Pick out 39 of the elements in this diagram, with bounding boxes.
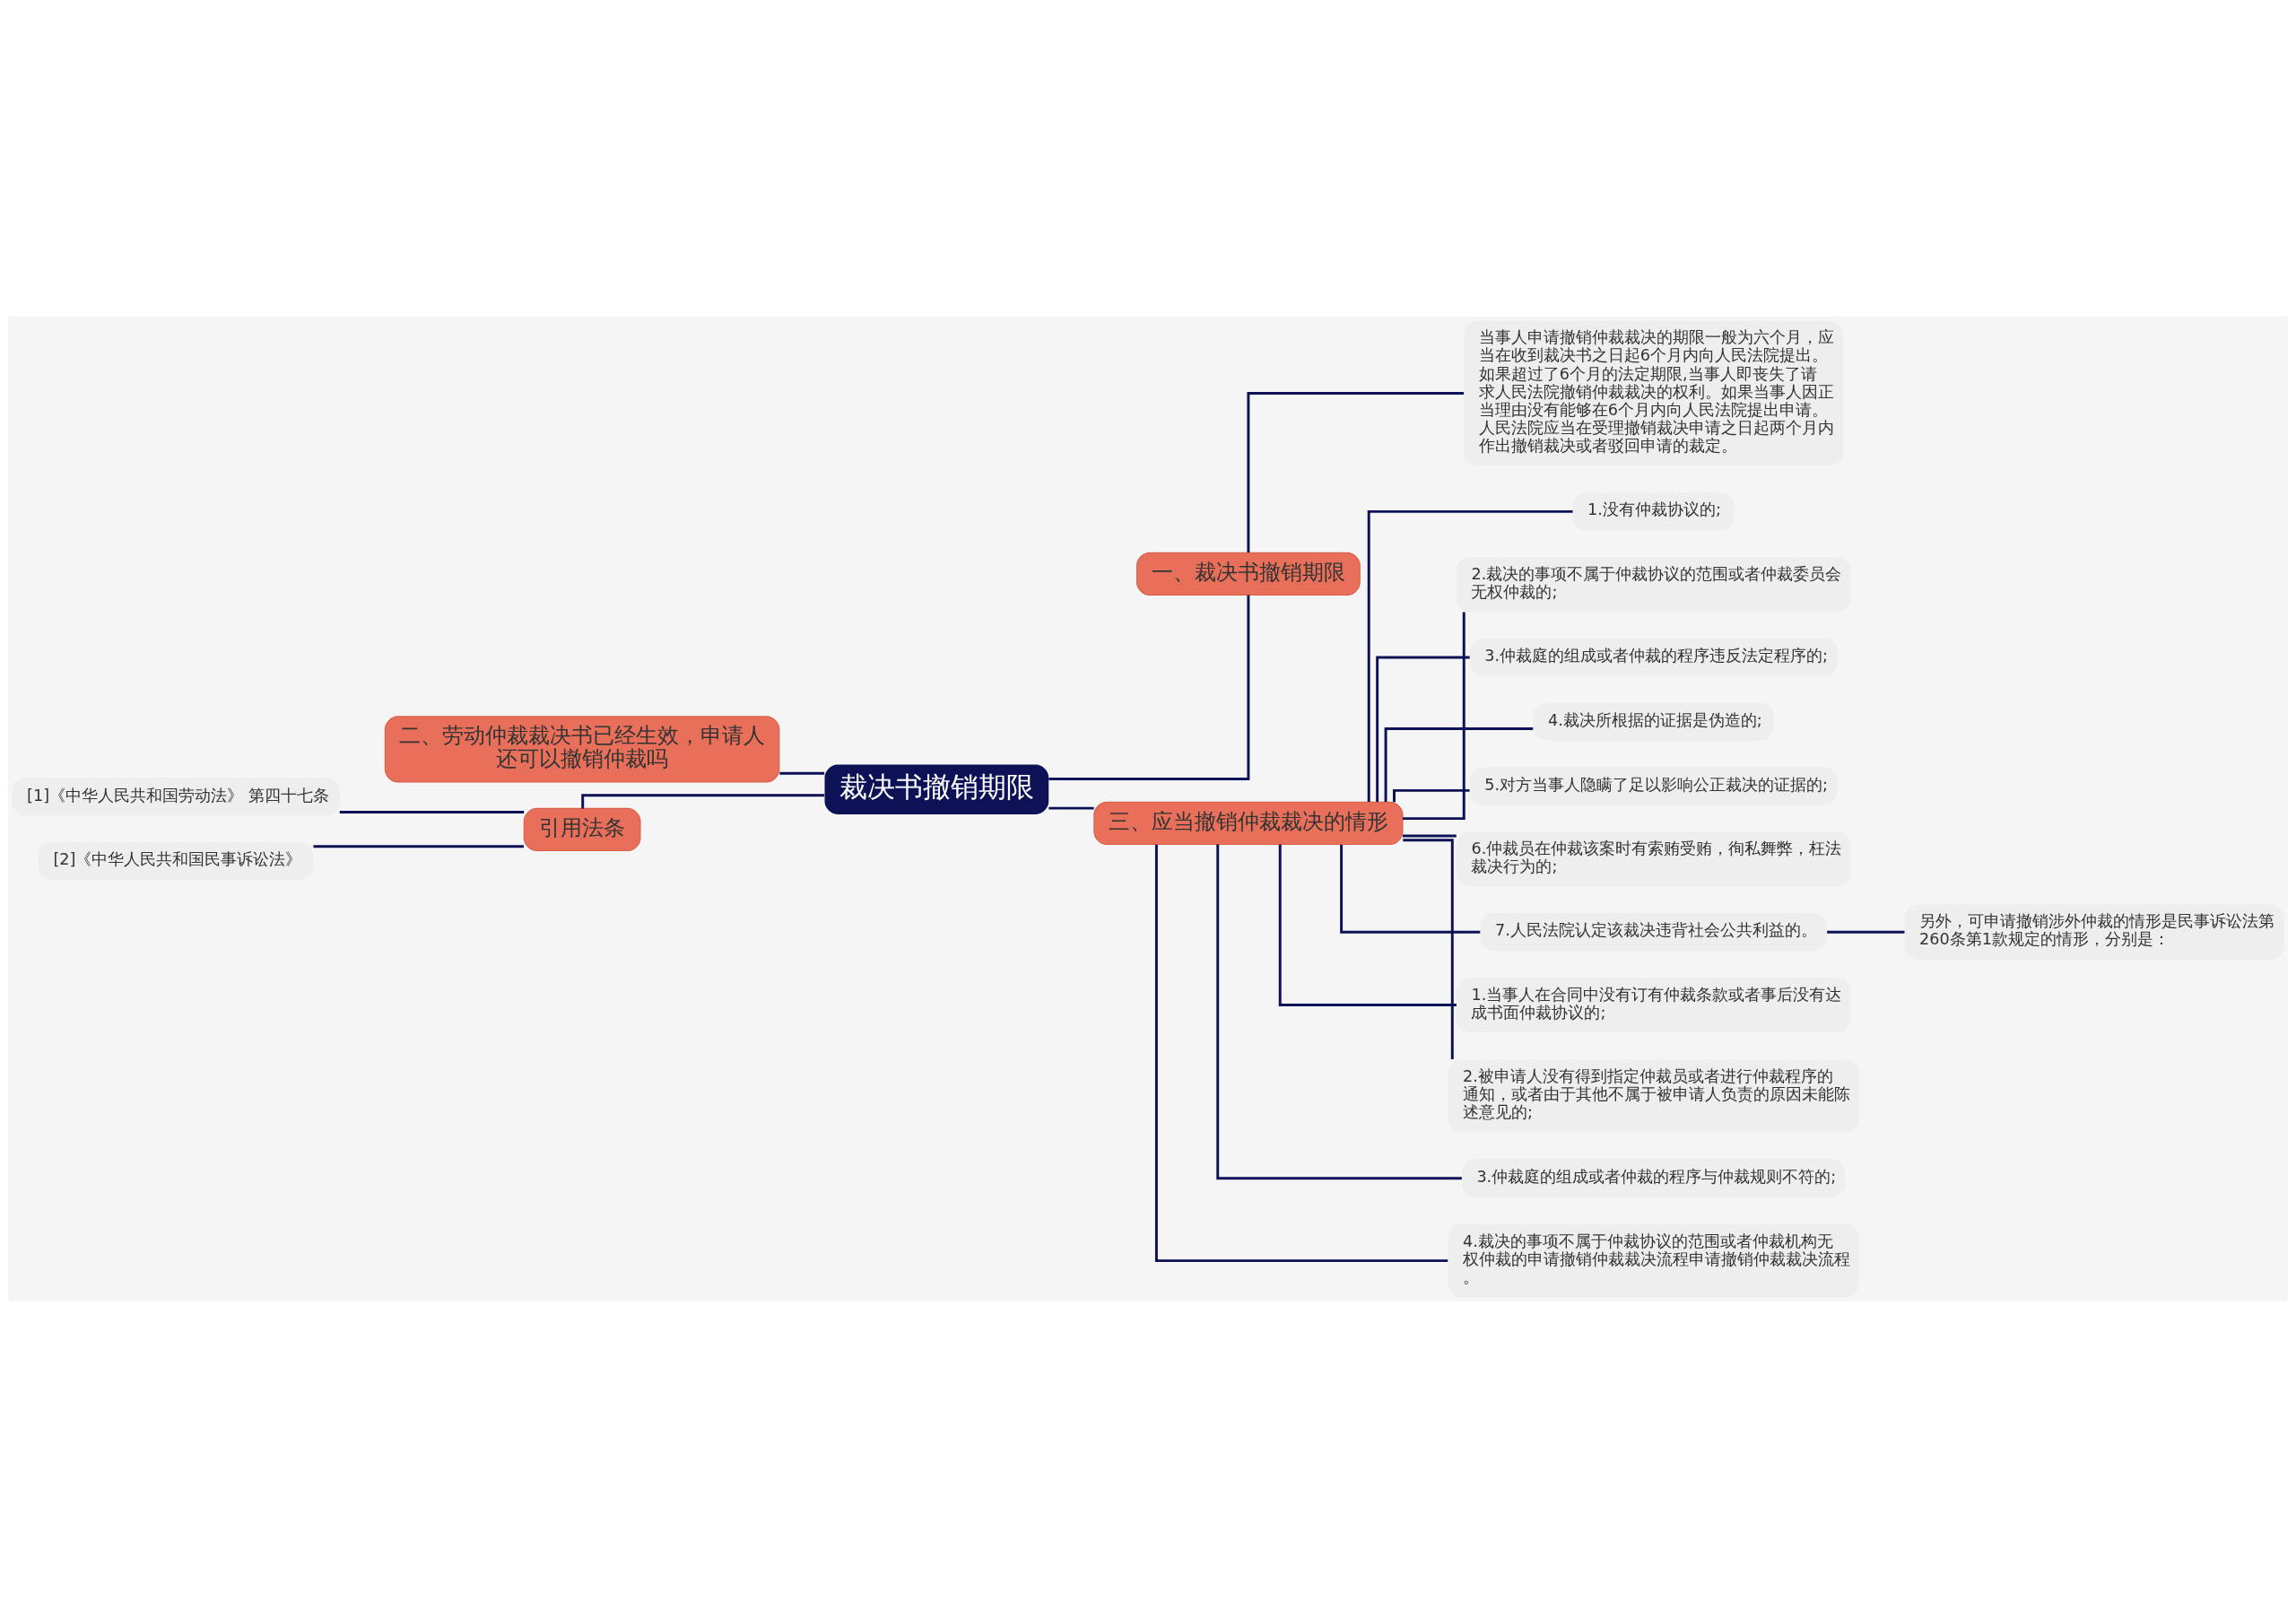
node-box: 4.裁决的事项不属于仲裁协议的范围或者仲裁机构无权仲裁的申请撤销仲裁裁决流程申请撤销仲裁裁决流程。 xyxy=(1448,1224,1859,1298)
node-box: 三、应当撤销仲裁裁决的情形 xyxy=(1093,801,1404,846)
node-box: 2.被申请人没有得到指定仲裁员或者进行仲裁程序的通知，或者由于其他不属于被申请人负责的原因未能陈述意见的; xyxy=(1448,1059,1859,1133)
connector xyxy=(313,845,525,848)
node-box: 一、裁决书撤销期限 xyxy=(1136,552,1361,596)
connector xyxy=(581,794,824,809)
node-box: 当事人申请撤销仲裁裁决的期限一般为六个月，应当在收到裁决书之日起6个月内向人民法院提出。如果超过了6个月的法定期限,当事人即丧失了请求人民法院撤销仲裁裁决的权利。如果当事人因正当理由没有能够在6个月内向人民法院提出申请。人民法院应当在受理撤销裁决申请之日起两个月内作出撤销裁决或者驳回申请的裁定。 xyxy=(1464,320,1844,466)
node-box: [2]《中华人民共和国民事诉讼法》 xyxy=(39,842,314,881)
connector xyxy=(1403,839,1454,1059)
node-box: 6.仲裁员在仲裁该案时有索贿受贿，徇私舞弊，枉法裁决行为的; xyxy=(1457,831,1851,887)
node-box: 裁决书撤销期限 xyxy=(824,764,1049,814)
connector xyxy=(1403,834,1457,838)
node-box: 3.仲裁庭的组成或者仲裁的程序违反法定程序的; xyxy=(1469,638,1838,677)
node-box: 二、劳动仲裁裁决书已经生效，申请人还可以撤销仲裁吗 xyxy=(384,716,780,783)
node-box: 2.裁决的事项不属于仲裁协议的范围或者仲裁委员会无权仲裁的; xyxy=(1457,557,1851,613)
node-box: 1.没有仲裁协议的; xyxy=(1572,492,1735,531)
connector xyxy=(339,811,525,813)
connector xyxy=(1216,844,1462,1180)
node-box: 4.裁决所根据的证据是伪造的; xyxy=(1533,702,1775,741)
connector xyxy=(1154,844,1448,1263)
connector xyxy=(1827,930,1905,934)
connector xyxy=(1048,595,1250,780)
node-box: 另外，可申请撤销涉外仲裁的情形是民事诉讼法第260条第1款规定的情形，分别是： xyxy=(1904,904,2284,960)
connector xyxy=(1376,656,1470,803)
connector xyxy=(1247,391,1465,552)
connector xyxy=(1048,806,1094,810)
connector xyxy=(1403,612,1465,821)
node-box: 1.当事人在合同中没有订有仲裁条款或者事后没有达成书面仲裁协议的; xyxy=(1457,977,1851,1033)
node-box: 3.仲裁庭的组成或者仲裁的程序与仲裁规则不符的; xyxy=(1461,1159,1846,1197)
node-box: [1]《中华人民共和国劳动法》 第四十七条 xyxy=(12,778,340,816)
connector xyxy=(1393,788,1470,803)
node-box: 5.对方当事人隐瞒了足以影响公正裁决的证据的; xyxy=(1469,767,1838,805)
connector xyxy=(1278,844,1457,1006)
node-box: 7.人民法院认定该裁决违背社会公共利益的。 xyxy=(1480,913,1827,952)
connector xyxy=(1367,509,1573,802)
node-box: 引用法条 xyxy=(523,807,641,852)
connector xyxy=(779,771,825,775)
connector xyxy=(1384,727,1534,802)
connector xyxy=(1340,844,1481,934)
